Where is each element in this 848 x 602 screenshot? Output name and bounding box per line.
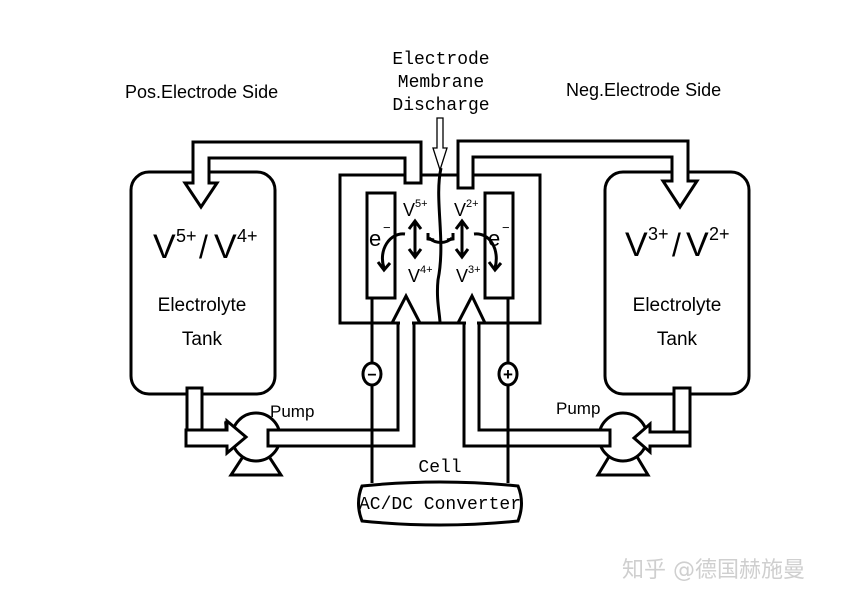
left-pump-outlet-pipe-arrow-icon xyxy=(266,292,423,448)
right-pump-inlet-arrow xyxy=(631,420,692,456)
left-pump-inlet-arrow xyxy=(184,417,249,457)
left-tank-label-line2: Tank xyxy=(182,329,223,350)
right-electron-curved-arrow-icon xyxy=(473,232,503,273)
ion-v5-charge: 5+ xyxy=(415,198,428,210)
left-pump-label: Pump xyxy=(270,402,314,421)
right-electrode xyxy=(483,191,515,300)
ion-v4-label: V xyxy=(408,266,420,286)
negative-terminal-icon xyxy=(361,361,383,387)
right-tank-label-line2: Tank xyxy=(657,329,698,350)
left-tank-ion-2: V xyxy=(214,228,237,266)
left-return-pipe-arrow-icon xyxy=(182,140,423,210)
ion-v4-charge: 4+ xyxy=(420,264,433,276)
membrane-label: Membrane xyxy=(398,73,484,93)
left-tank-sep: / xyxy=(199,229,208,265)
positive-terminal-symbol: + xyxy=(503,365,513,384)
watermark-text: 知乎 @德国赫施曼 xyxy=(622,558,805,583)
right-tank-label-line1: Electrolyte xyxy=(633,295,722,316)
negative-terminal-symbol: − xyxy=(367,367,376,384)
electron-left-label: e xyxy=(369,226,381,251)
electron-left-charge: − xyxy=(383,220,391,235)
pipe-gap-right xyxy=(466,318,477,328)
membrane-ion-transfer-arrow-icon xyxy=(426,233,455,244)
right-tank-sep: / xyxy=(672,227,681,263)
right-tank-ion-1-charge: 3+ xyxy=(648,224,669,244)
right-tank-ion-2: V xyxy=(686,226,709,264)
left-tank-label-line1: Electrolyte xyxy=(158,295,247,316)
ac-dc-converter-label: AC/DC Converter xyxy=(359,495,521,515)
right-return-pipe-arrow-icon xyxy=(456,139,700,210)
left-tank-ion-1-charge: 5+ xyxy=(176,226,197,246)
left-electron-curved-arrow-icon xyxy=(376,232,406,273)
ion-v2-label: V xyxy=(454,200,466,220)
ac-dc-converter-box xyxy=(357,480,523,527)
right-vertical-double-arrow-icon xyxy=(454,218,470,260)
electron-right-label: e xyxy=(488,226,500,251)
ion-v3-label: V xyxy=(456,266,468,286)
electrode-label: Electrode xyxy=(392,50,489,70)
left-electrode xyxy=(365,191,397,300)
ion-v3-charge: 3+ xyxy=(468,264,481,276)
right-pump-outlet-pipe-arrow-icon xyxy=(455,292,612,448)
right-tank-ion-2-charge: 2+ xyxy=(709,224,730,244)
left-tank-ion-2-charge: 4+ xyxy=(237,226,258,246)
membrane-line xyxy=(435,167,443,324)
ion-v2-charge: 2+ xyxy=(466,198,479,210)
right-electrolyte-tank xyxy=(603,170,751,396)
right-tank-ion-1: V xyxy=(625,226,648,264)
pipe-gap-left xyxy=(400,318,412,328)
ion-v5-label: V xyxy=(403,200,415,220)
membrane-pointer-arrow-icon xyxy=(432,117,448,173)
left-vertical-double-arrow-icon xyxy=(407,218,423,260)
discharge-label: Discharge xyxy=(392,96,489,116)
positive-terminal-icon xyxy=(497,361,519,387)
cell-label: Cell xyxy=(418,458,461,478)
neg-electrode-side-label: Neg.Electrode Side xyxy=(566,80,721,100)
pos-electrode-side-label: Pos.Electrode Side xyxy=(125,82,278,102)
electron-right-charge: − xyxy=(502,220,510,235)
right-pump-label: Pump xyxy=(556,399,600,418)
left-tank-ion-1: V xyxy=(153,228,176,266)
